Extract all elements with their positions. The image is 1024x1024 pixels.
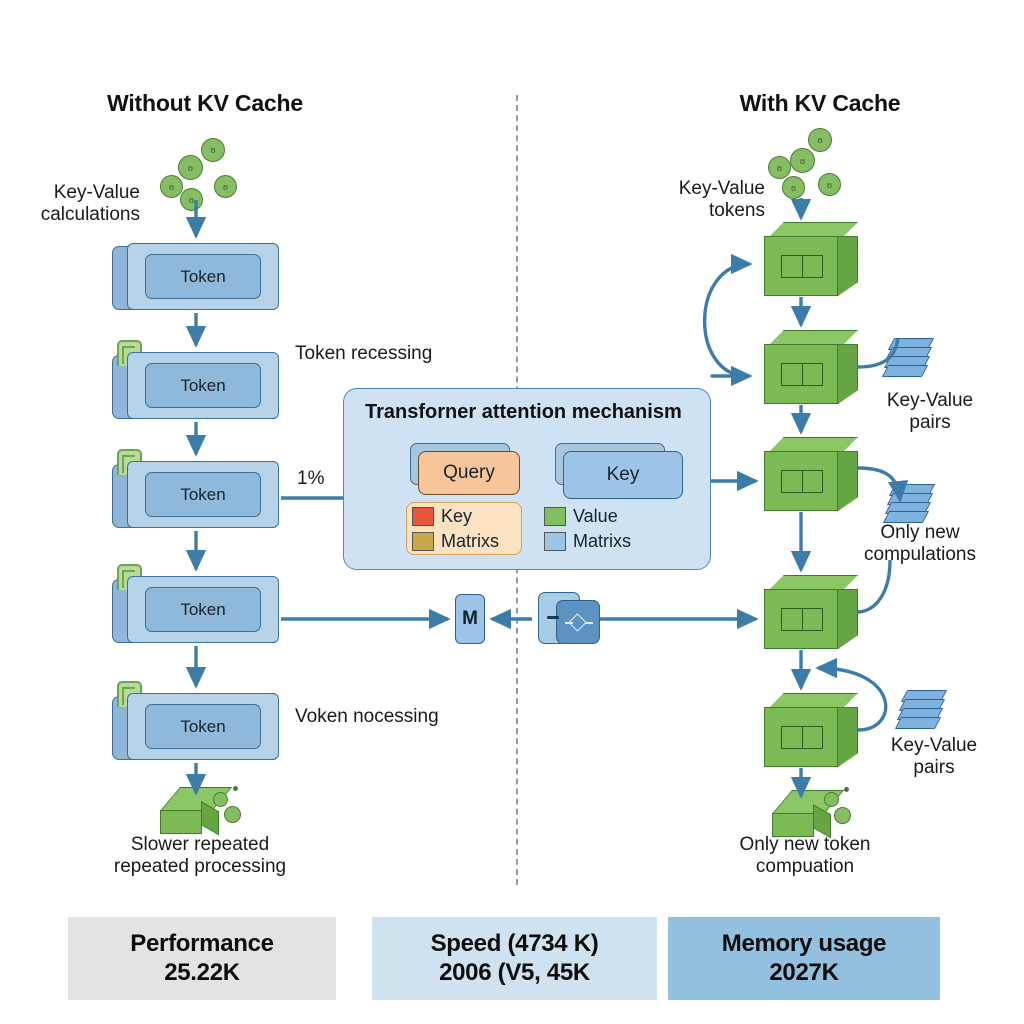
kv-calculations-label: Key-Value calculations (40, 182, 140, 226)
stat-speed-line2: 2006 (V5, 45K (439, 958, 590, 986)
token-card: Token (112, 243, 279, 313)
left-column-title: Without KV Cache (107, 90, 303, 116)
legend-swatch-key-matrixs (412, 532, 434, 551)
left-output-label: Slower repeated repeated processing (113, 834, 287, 878)
legend-label-value-matrixs: Matrixs (573, 531, 631, 551)
left-output-brick-icon (160, 787, 233, 839)
left-token-dots: ʊ ʊ ʊ ʊ ʊ (160, 135, 255, 211)
token-card: Token (112, 564, 279, 646)
token-recessing-label: Token recessing (295, 343, 433, 364)
output-speck-icon (233, 786, 238, 791)
stat-performance-line1: Performance (130, 930, 274, 958)
token-card-label: Token (145, 254, 261, 299)
right-output-label: Only new token compuation (739, 834, 871, 878)
stat-speed-line1: Speed (4734 K) (430, 930, 599, 958)
kv-pairs-stack-icon (881, 338, 935, 384)
legend-swatch-value (544, 507, 566, 526)
percent-label: 1% (297, 468, 325, 489)
stat-memory-line2: 2027K (769, 958, 839, 986)
token-card: Token (112, 449, 279, 531)
legend-label-key: Key (441, 506, 473, 526)
key-card: Key (563, 451, 683, 499)
legend-swatch-value-matrixs (544, 532, 566, 551)
output-speck-icon (844, 787, 849, 792)
legend-item-key-matrixs: Matrixs (412, 531, 499, 552)
stat-memory-line1: Memory usage (721, 930, 887, 958)
token-card-label: Token (145, 472, 261, 517)
cache-box (764, 330, 858, 404)
output-dot-icon (213, 792, 228, 807)
cache-box (764, 693, 858, 767)
legend-item-key: Key (412, 506, 472, 527)
output-dot-icon (824, 792, 839, 807)
attention-mechanism-panel: Transforner attention mechanism Query Ke… (343, 388, 711, 570)
voken-nocessing-label: Voken nocessing (295, 706, 439, 727)
legend-item-value-matrixs: Matrixs (544, 531, 631, 552)
legend-swatch-key (412, 507, 434, 526)
right-token-dots: ʊ ʊ ʊ ʊ ʊ (768, 128, 863, 203)
cache-box (764, 575, 858, 649)
kv-pairs-label-1: Key-Value pairs (886, 390, 974, 434)
stat-speed: Speed (4734 K) 2006 (V5, 45K (372, 917, 657, 1000)
right-column-title: With KV Cache (739, 90, 901, 116)
kv-pairs-label-2: Key-Value pairs (890, 735, 978, 779)
right-output-brick-icon (772, 790, 845, 842)
token-card: Token (112, 340, 279, 422)
dual-card-node (538, 592, 600, 648)
query-card: Query (418, 451, 520, 495)
token-card-label: Token (145, 587, 261, 632)
stat-performance: Performance 25.22K (68, 917, 336, 1000)
output-dot-icon (834, 807, 851, 824)
cache-box (764, 222, 858, 296)
legend-label-key-matrixs: Matrixs (441, 531, 499, 551)
legend-item-value: Value (544, 506, 618, 527)
cache-box (764, 437, 858, 511)
legend-label-value: Value (573, 506, 618, 526)
token-card-label: Token (145, 704, 261, 749)
m-node: M (455, 594, 485, 644)
token-card: Token (112, 681, 279, 763)
kv-pairs-stack-icon (894, 690, 948, 736)
kv-tokens-label: Key-Value tokens (678, 178, 765, 222)
stat-memory: Memory usage 2027K (668, 917, 940, 1000)
attention-panel-title: Transforner attention mechanism (365, 401, 682, 423)
token-card-label: Token (145, 363, 261, 408)
output-dot-icon (224, 806, 241, 823)
stat-performance-line2: 25.22K (164, 958, 240, 986)
only-new-compulations-label: Only new compulations (864, 522, 976, 566)
